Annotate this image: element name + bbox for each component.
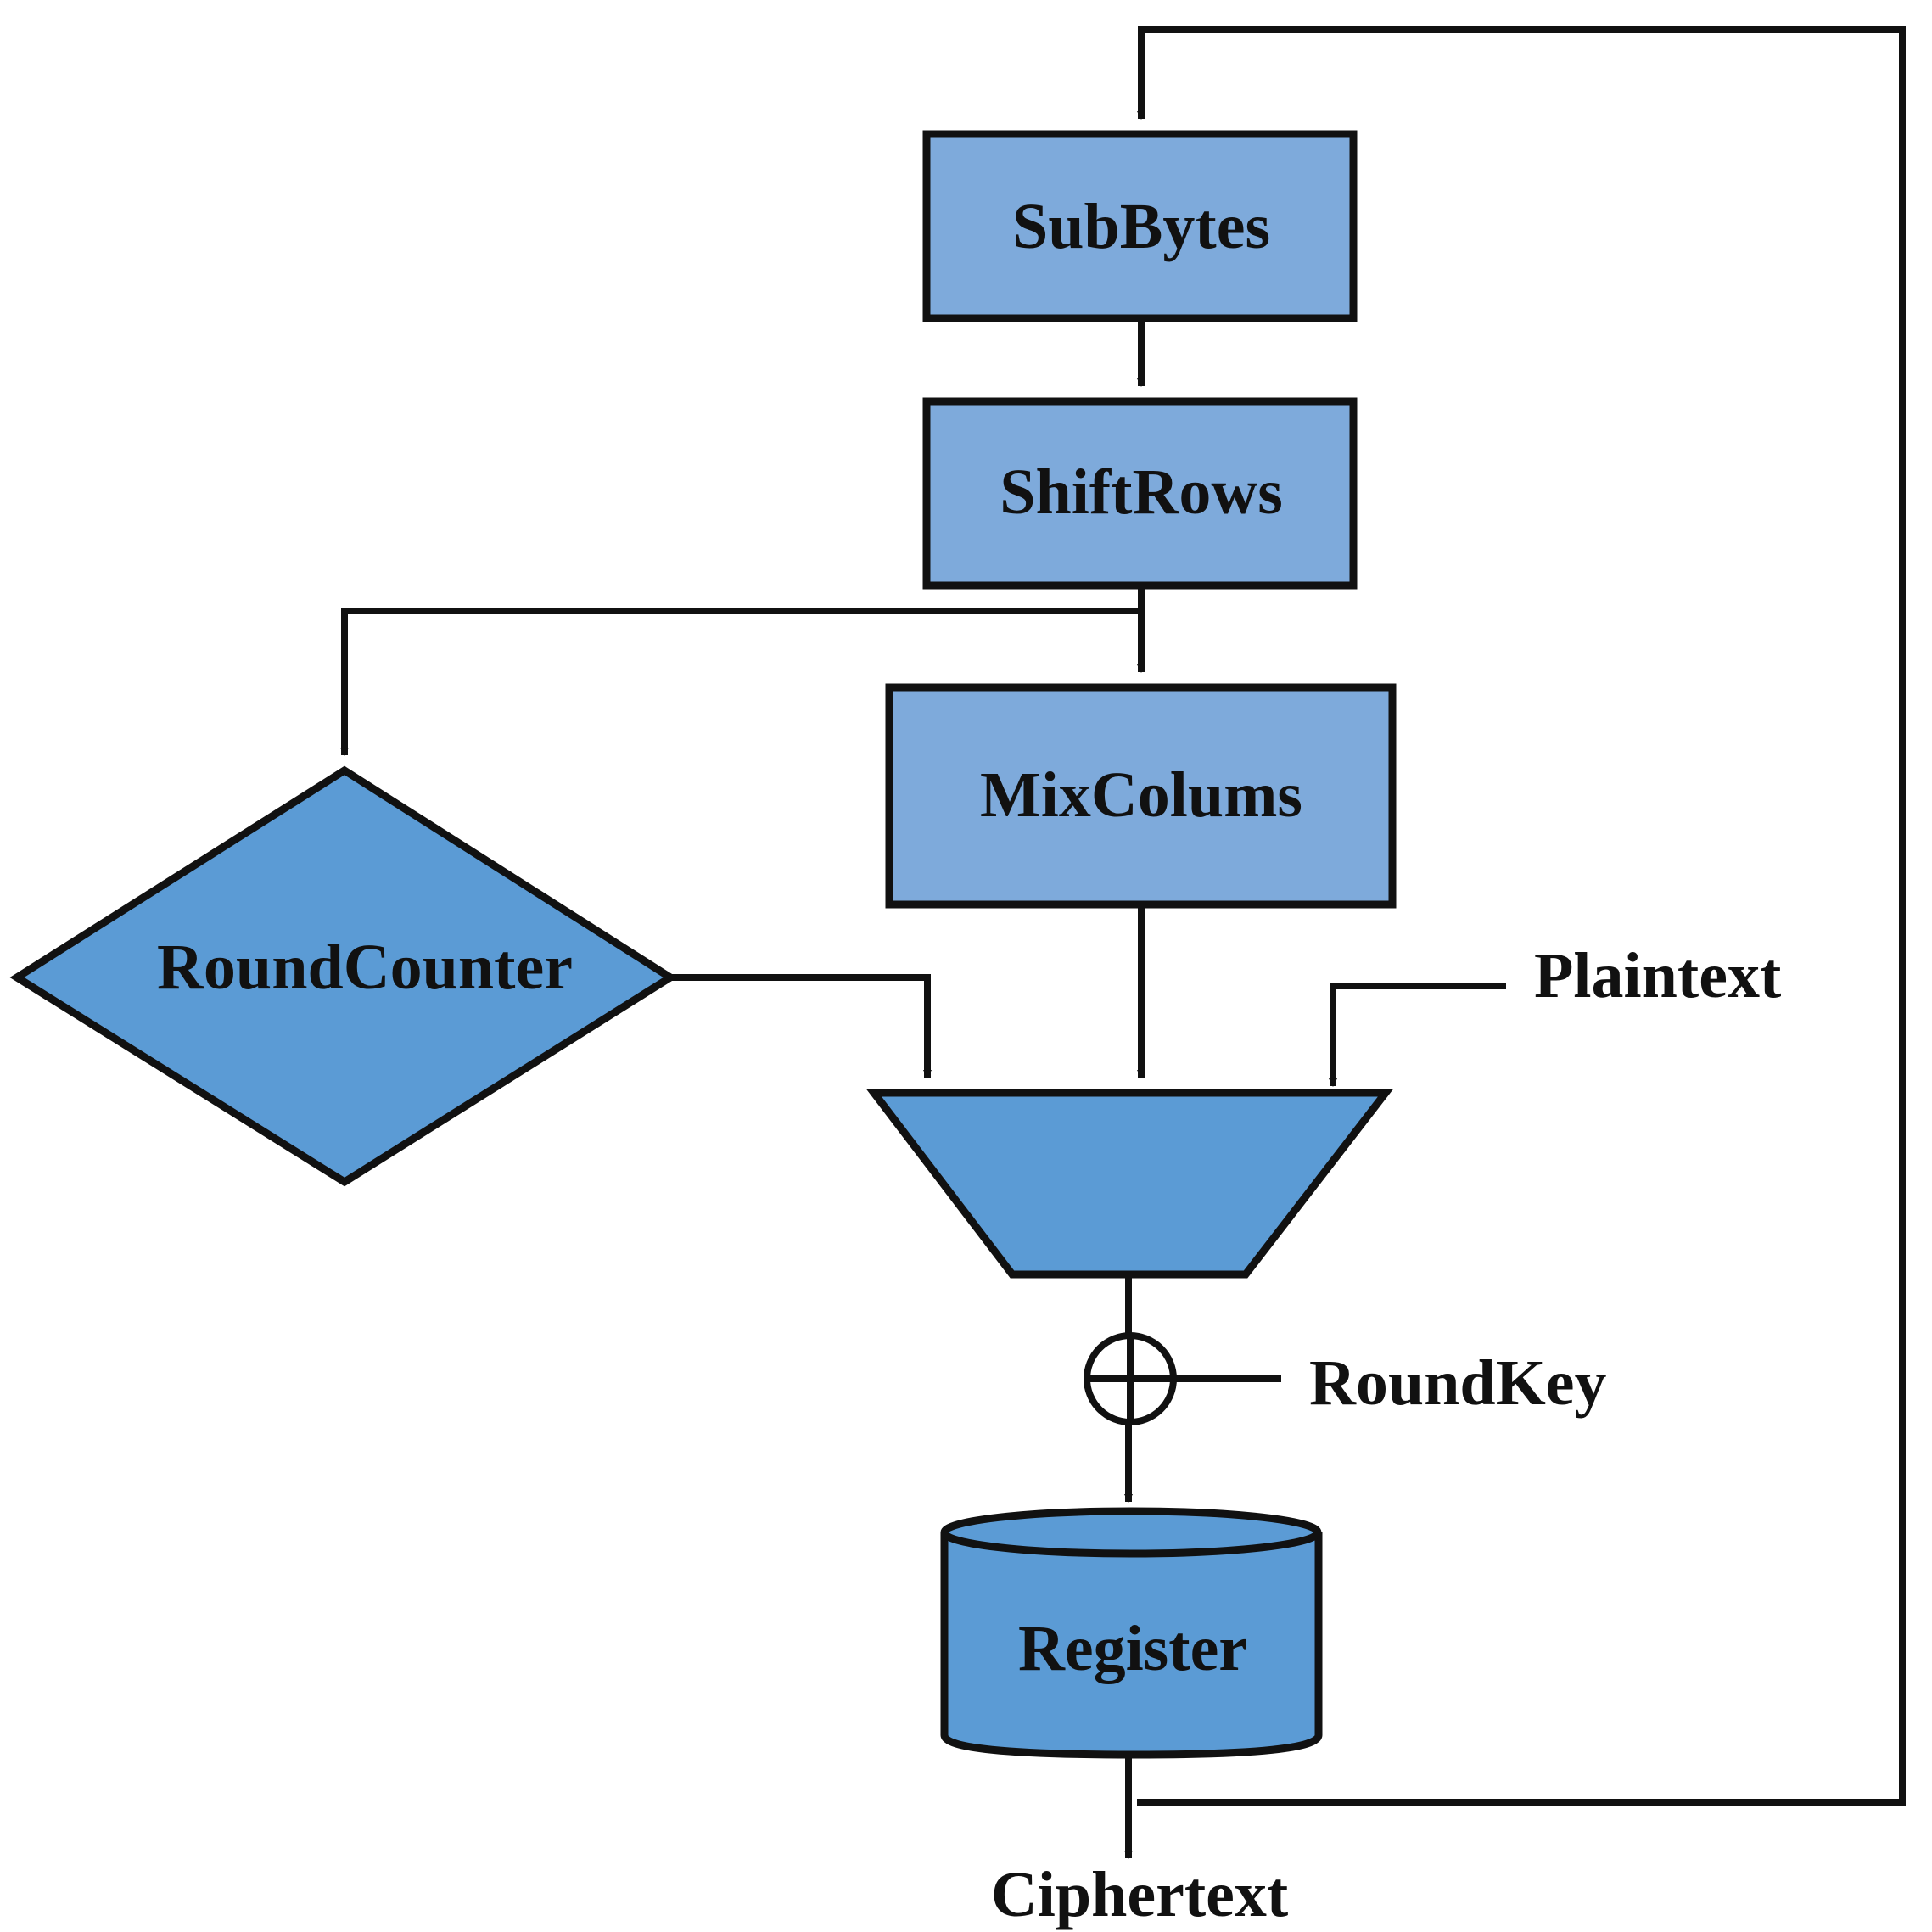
- subbytes-node: SubBytes: [922, 130, 1358, 322]
- subbytes-label: SubBytes: [1012, 191, 1270, 262]
- register-node: Register: [940, 1507, 1323, 1759]
- mixcolums-box: [885, 683, 1397, 909]
- register-cylinder-top: [940, 1507, 1322, 1558]
- edge-roundcounter-to-multiplexer: [670, 974, 932, 1078]
- shiftrows-label: ShiftRows: [1000, 456, 1283, 528]
- shiftrows-box: [922, 397, 1358, 590]
- connectors: [340, 26, 1906, 1859]
- multiplexer-node: [865, 1089, 1394, 1279]
- roundkey-label: RoundKey: [1309, 1347, 1607, 1419]
- roundcounter-diamond: [9, 765, 678, 1187]
- edge-plaintext-to-multiplexer: [1329, 983, 1506, 1087]
- mixcolums-node: MixColums: [885, 683, 1397, 909]
- ciphertext-label: Ciphertext: [991, 1859, 1288, 1930]
- subbytes-box: [922, 130, 1358, 322]
- plaintext-label: Plaintext: [1534, 940, 1781, 1011]
- edge-register-to-subbytes: [1137, 26, 1906, 1806]
- register-cylinder-body: [940, 1532, 1323, 1759]
- shiftrows-node: ShiftRows: [922, 397, 1358, 590]
- xor-node: [1084, 1332, 1177, 1425]
- roundcounter-label: RoundCounter: [157, 932, 573, 1003]
- mixcolums-label: MixColums: [980, 759, 1302, 831]
- register-label: Register: [1018, 1613, 1247, 1684]
- multiplexer-trapezoid: [865, 1089, 1394, 1279]
- roundcounter-node: RoundCounter: [9, 765, 678, 1187]
- edge-shiftrows-to-roundcounter: [340, 608, 1141, 756]
